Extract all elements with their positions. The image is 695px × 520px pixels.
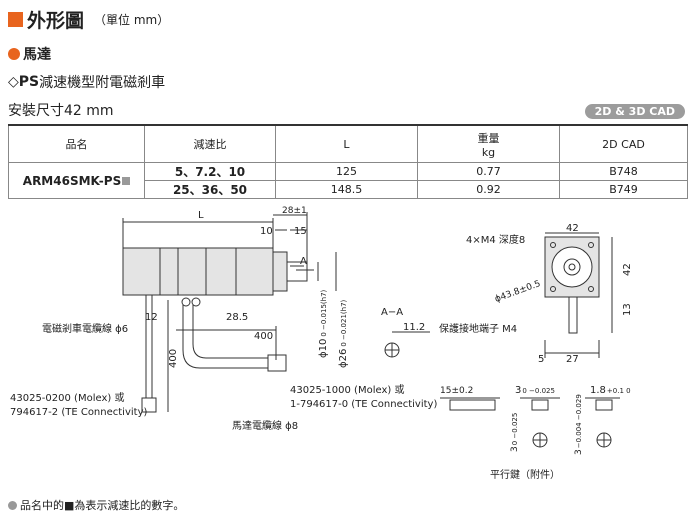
placeholder-square-icon: [122, 176, 131, 185]
L-cell: 125: [275, 162, 418, 181]
table-row: ARM46SMK-PS 5、7.2、10 125 0.77 B748: [8, 162, 688, 199]
key-3c: 3−0.004 −0.029: [574, 394, 584, 455]
key-3a: 30 −0.025: [515, 385, 555, 396]
tap-label: 4×M4 深度8: [466, 233, 525, 246]
motor-body: [122, 247, 274, 296]
dim-400-motor: 400: [254, 331, 273, 342]
key-15: 15±0.2: [440, 386, 473, 396]
gray-dot-icon: [8, 500, 17, 510]
orange-dot-icon: [8, 48, 20, 60]
dim-5: 5: [538, 354, 544, 365]
product-name: ARM46SMK-PS: [8, 162, 145, 199]
brake-cable-label: 電磁剎車電纜線 ϕ6: [42, 322, 128, 335]
dia-10: ϕ100 −0.015(h7): [318, 289, 329, 358]
cad-cell[interactable]: B748: [559, 162, 688, 181]
motor-cable: [182, 300, 268, 369]
parallel-key: [449, 399, 496, 411]
key-1-8: 1.8+0.1 0: [590, 385, 631, 396]
dim-42-width: 42: [566, 223, 579, 234]
dim-L: L: [198, 210, 204, 221]
col-header-L: L: [275, 124, 418, 163]
brake-connector: [141, 397, 157, 413]
dimension-drawing: L 28±1 10 15 A 12 28.5 400 400 ϕ100 −0.0…: [10, 206, 633, 481]
brake-connector-label-2: 794617-2 (TE Connectivity): [10, 407, 147, 418]
dim-11-2: 11.2: [403, 322, 425, 333]
dim-27: 27: [566, 354, 579, 365]
orange-square-icon: [8, 12, 23, 27]
output-shaft: [286, 261, 308, 282]
ground-terminal: [568, 296, 578, 334]
dim-28-5: 28.5: [226, 312, 248, 323]
section-title: 馬達: [8, 44, 51, 64]
dim-15: 15: [294, 226, 307, 237]
col-header-cad: 2D CAD: [559, 124, 688, 163]
motor-connector-label-1: 43025-1000 (Molex) 或: [290, 384, 404, 396]
col-header-ratio: 減速比: [144, 124, 276, 163]
cad-badge[interactable]: 2D & 3D CAD: [584, 104, 685, 119]
cad-cell[interactable]: B749: [559, 180, 688, 199]
dim-13: 13: [622, 303, 633, 316]
weight-cell: 0.77: [417, 162, 560, 181]
key-caption: 平行鍵（附件）: [490, 468, 560, 481]
dim-12: 12: [145, 312, 158, 323]
dim-10: 10: [260, 226, 273, 237]
motor-connector-label-2: 1-794617-0 (TE Connectivity): [290, 399, 437, 410]
motor-cable-label: 馬達電纜線 ϕ8: [232, 419, 298, 432]
section-aa: A−A: [381, 307, 403, 318]
ratio-cell: 25、36、50: [144, 180, 276, 199]
mount-size: 安裝尺寸42 mm: [8, 103, 114, 119]
gearhead-flange: [272, 251, 288, 292]
weight-cell: 0.92: [417, 180, 560, 199]
dim-42-height: 42: [622, 263, 633, 276]
page-title: 外形圖 （單位 mm）: [8, 6, 169, 33]
ground-label: 保護接地端子 M4: [439, 322, 517, 335]
dim-400-brake: 400: [168, 349, 179, 368]
footnote: 品名中的■為表示減速比的數字。: [8, 497, 184, 513]
ratio-cell: 5、7.2、10: [144, 162, 276, 181]
table-row: 25、36、50 148.5 0.92 B749: [9, 180, 688, 199]
motor-connector: [267, 354, 287, 372]
pcd-label: ϕ43.8±0.5: [494, 279, 542, 305]
col-header-name: 品名: [8, 124, 145, 163]
dim-28: 28±1: [282, 206, 307, 216]
section-marker: A: [300, 256, 307, 267]
key-3b: 30 −0.025: [510, 413, 520, 452]
dia-26: ϕ260 −0.021(h7): [338, 299, 349, 368]
brake-connector-label-1: 43025-0200 (Molex) 或: [10, 392, 124, 404]
